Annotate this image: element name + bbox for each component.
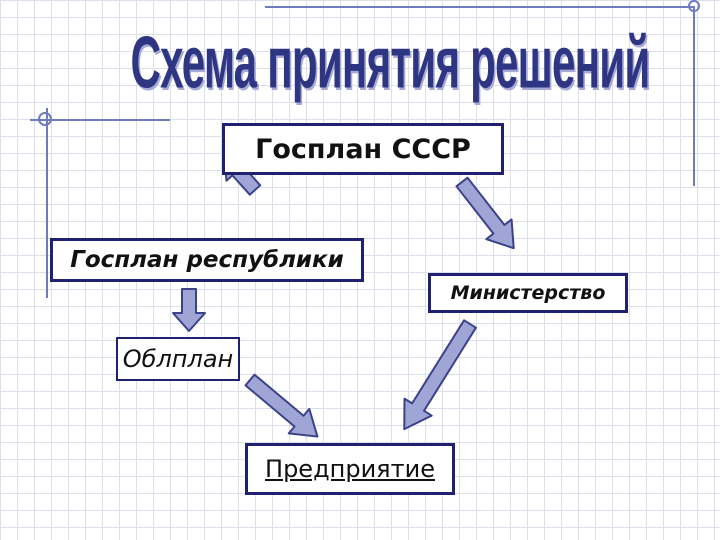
node-enterprise: Предприятие: [245, 443, 455, 495]
arrow-ussr-to-ministry: [455, 176, 515, 250]
node-ministry: Министерство: [428, 273, 628, 313]
arrow-ministry-to-enterprise: [403, 319, 477, 431]
top-decorative-line: [265, 6, 695, 8]
arrow-republic-to-oblplan: [172, 288, 206, 332]
left-decorative-line: [46, 108, 48, 298]
node-gosplan-republic: Госплан республики: [50, 238, 364, 282]
right-circle-decoration: [688, 0, 700, 12]
node-gosplan-ussr: Госплан СССР: [222, 123, 504, 175]
left-horizontal-line: [30, 119, 170, 121]
left-circle-decoration: [38, 112, 52, 126]
arrow-oblplan-to-enterprise: [244, 373, 319, 438]
page-title: Схема принятия решений: [130, 22, 650, 104]
node-oblplan: Облплан: [116, 337, 240, 381]
right-decorative-line: [693, 6, 695, 186]
